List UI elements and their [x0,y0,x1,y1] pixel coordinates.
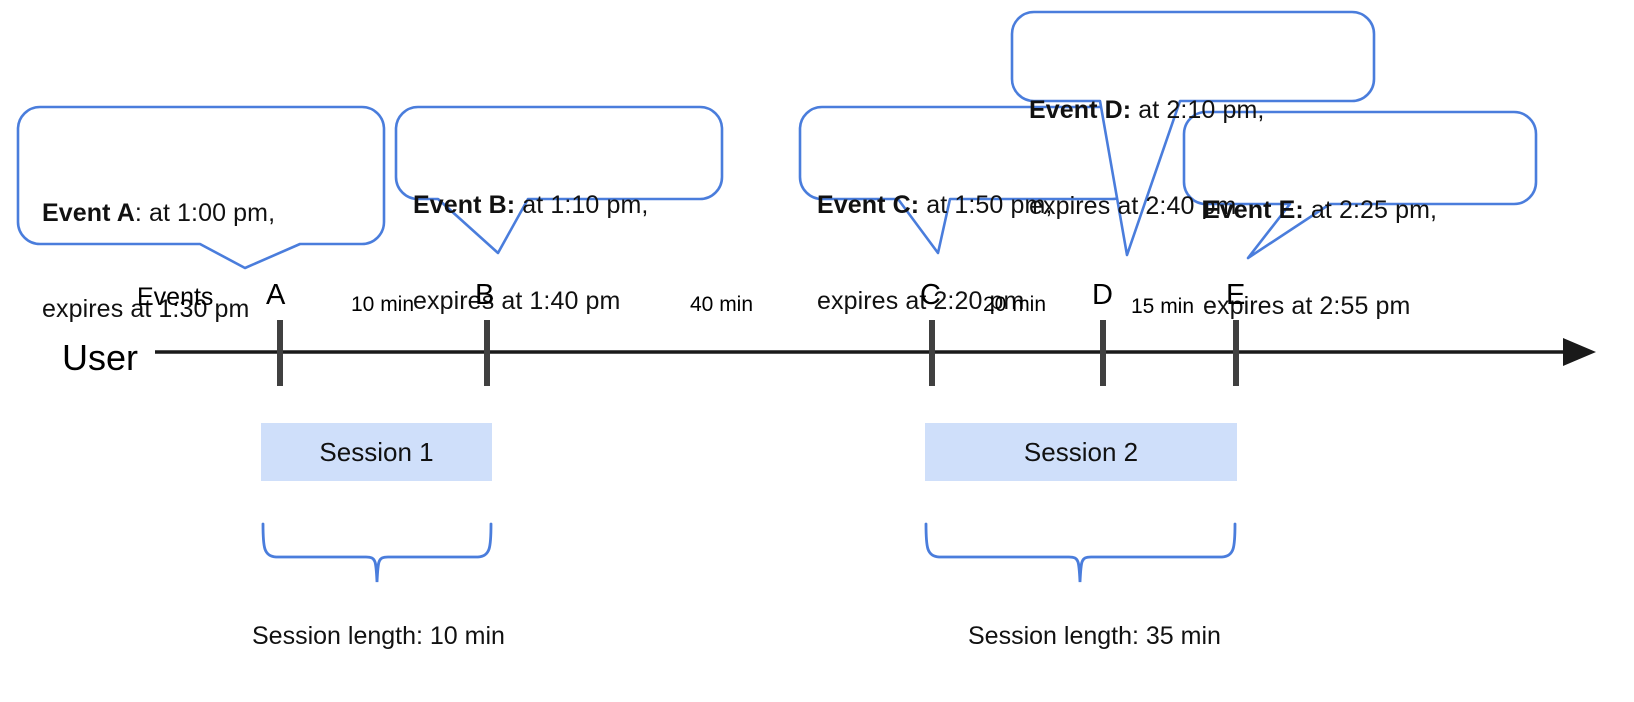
event-letter-e: E [1226,279,1246,311]
callout-a-bold: Event A [42,199,135,227]
session-2-brace [924,522,1237,583]
interval-label-c-d: 20 min [983,293,1047,316]
session-1-label: Session 1 [319,436,434,467]
callout-c-line1: at 1:50 pm, [919,191,1053,219]
event-letter-d: D [1092,279,1113,311]
event-letter-a: A [266,279,286,311]
event-letter-b: B [475,279,495,311]
session-2-length-label: Session length: 35 min [968,622,1221,650]
event-ticks [277,320,1239,386]
callout-d-bold: Event D: [1029,96,1132,124]
session-1-length-label: Session length: 10 min [252,622,505,650]
callout-a-shape [16,105,386,270]
event-letter-c: C [920,279,941,311]
callout-b-line2: expires at 1:40 pm [413,287,621,315]
callout-d-shape [1010,10,1376,257]
callout-d-line1: at 2:10 pm, [1131,96,1265,124]
events-row-label: Events [137,283,214,311]
callout-a-text: Event A: at 1:00 pm, expires at 1:30 pm [42,133,275,389]
interval-label-d-e: 15 min [1131,295,1195,318]
callout-b-line1: at 1:10 pm, [515,191,649,219]
callout-e-line1: at 2:25 pm, [1303,196,1438,224]
callout-a-line2: expires at 1:30 pm [42,295,250,323]
session-2-label: Session 2 [1023,436,1139,467]
interval-label-b-c: 40 min [690,293,754,316]
user-lane-label: User [62,337,139,378]
session-1-brace [261,522,493,583]
callout-a-sep: : [134,199,142,227]
callout-e-bold: Event E: [1203,196,1304,224]
callout-b-bold: Event B: [413,191,516,219]
callout-d-text: Event D: at 2:10 pm, expires at 2:40 pm [1029,30,1264,286]
session-2-box[interactable]: Session 2 [925,423,1237,481]
callout-b-shape [394,105,724,255]
callout-e-line2: expires at 2:55 pm [1203,292,1411,320]
timeline-axis [155,338,1596,366]
callout-b-text: Event B: at 1:10 pm, expires at 1:40 pm [413,125,648,381]
callout-a-line1: at 1:00 pm, [141,199,276,227]
callout-d-line2: expires at 2:40 pm [1029,192,1237,220]
callout-c-line2: expires at 2:20 pm [817,287,1025,315]
callout-c-bold: Event C: [817,191,920,219]
axis-arrowhead [1563,338,1596,366]
interval-label-a-b: 10 min [351,293,415,316]
callout-e-text: Event E: at 2:25 pm, expires at 2:55 pm [1203,130,1437,386]
session-1-box[interactable]: Session 1 [261,423,492,481]
callout-e-shape [1182,110,1538,260]
callout-c-text: Event C: at 1:50 pm, expires at 2:20 pm [817,125,1052,381]
